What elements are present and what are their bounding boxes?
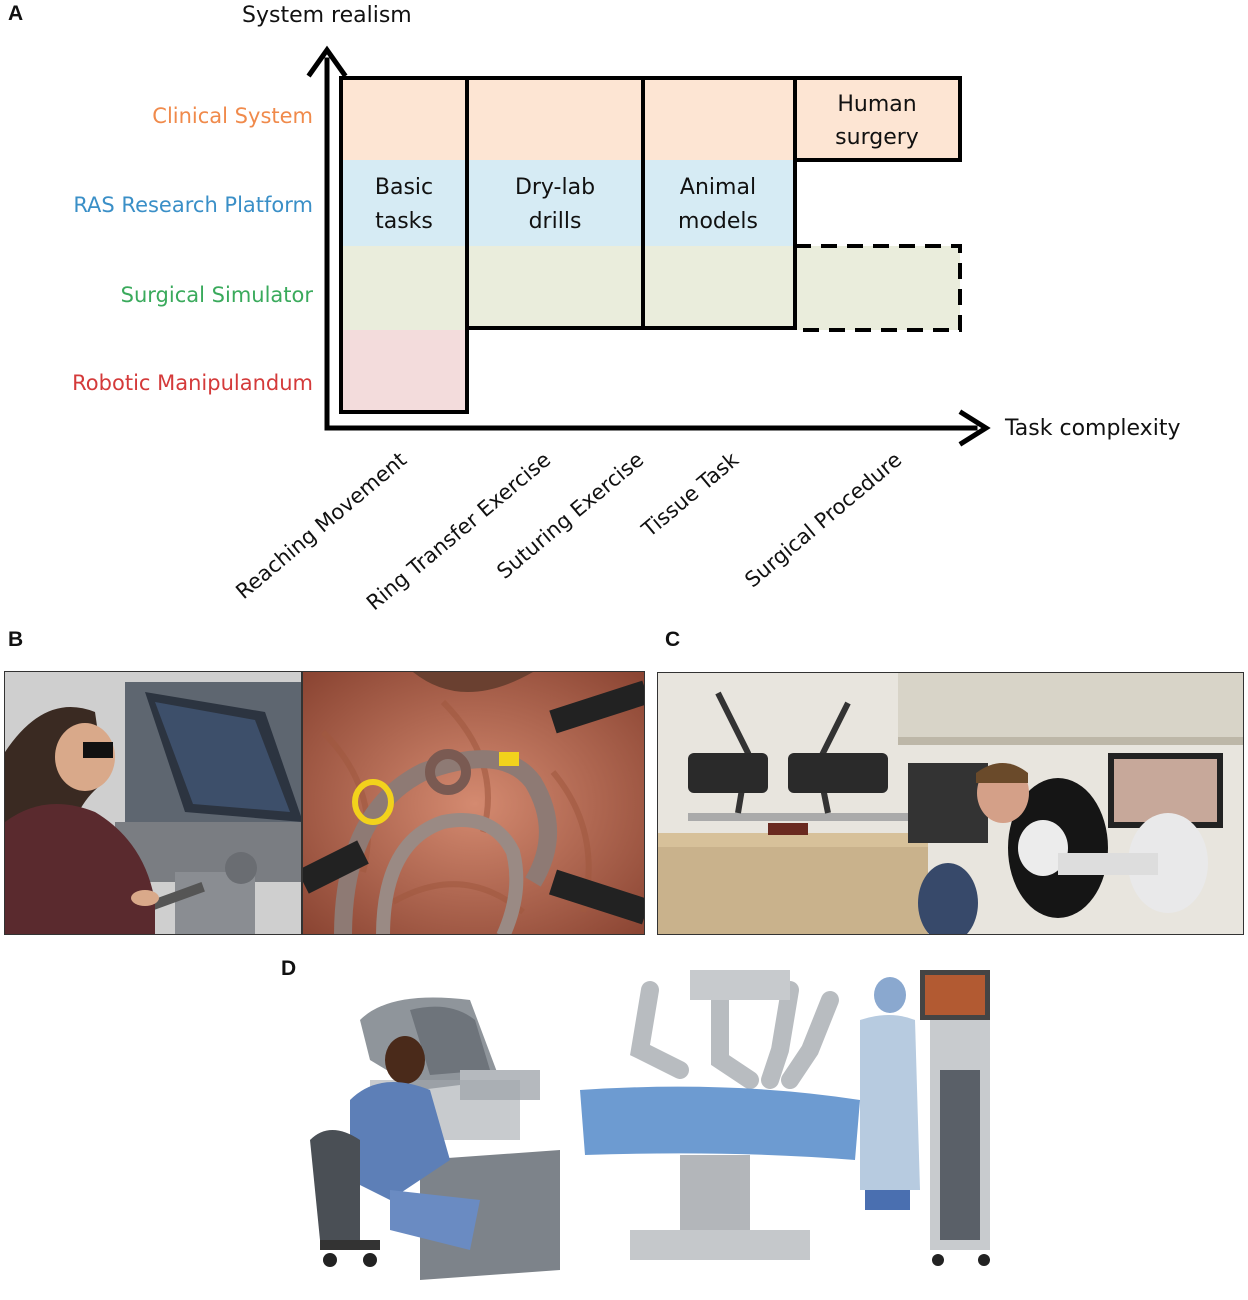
cell-basic-line1: Basic bbox=[375, 175, 433, 200]
photo-research-platform-lab bbox=[657, 672, 1244, 935]
level-label-ras-research-platform: RAS Research Platform bbox=[73, 193, 313, 217]
cell-outline-animal bbox=[641, 76, 797, 330]
band-basic-ras bbox=[341, 160, 467, 246]
cell-animal-line2: models bbox=[678, 209, 758, 234]
band-basic-simulator bbox=[341, 246, 467, 330]
cell-human-line1: Human bbox=[837, 92, 916, 117]
level-label-robotic-manipulandum: Robotic Manipulandum bbox=[72, 371, 313, 395]
cell-basic-line2: tasks bbox=[375, 209, 433, 234]
band-drylab-simulator bbox=[467, 246, 643, 328]
cell-drylab-line2: drills bbox=[529, 209, 582, 234]
realism-complexity-diagram: A System realism Ta bbox=[0, 0, 1248, 625]
cell-animal-line1: Animal bbox=[680, 175, 756, 200]
band-animal-ras bbox=[643, 160, 795, 246]
panel-label-b: B bbox=[8, 628, 24, 651]
y-axis-arrow bbox=[306, 45, 348, 78]
band-animal-clinical bbox=[643, 78, 795, 160]
x-axis-title: Task complexity bbox=[1004, 416, 1180, 441]
x-axis-arrow bbox=[958, 409, 991, 447]
panel-label-d: D bbox=[281, 957, 297, 980]
band-drylab-ras bbox=[467, 160, 643, 246]
band-drylab-clinical bbox=[467, 78, 643, 160]
band-human-clinical bbox=[795, 78, 960, 160]
cell-outline-human-simulator-dashed bbox=[795, 244, 962, 332]
task-label-tissue-task: Tissue Task bbox=[637, 447, 744, 542]
photo-clinical-surgical-system bbox=[300, 960, 1020, 1295]
band-animal-simulator bbox=[643, 246, 795, 328]
cell-drylab-line1: Dry-lab bbox=[515, 175, 595, 200]
level-label-clinical-system: Clinical System bbox=[152, 104, 313, 128]
y-axis-title: System realism bbox=[242, 3, 412, 28]
level-label-surgical-simulator: Surgical Simulator bbox=[121, 283, 314, 307]
cell-human-line2: surgery bbox=[835, 125, 919, 150]
cell-outline-human bbox=[793, 76, 962, 162]
photo-user-at-simulator bbox=[4, 671, 302, 935]
band-basic-manipulandum bbox=[341, 330, 467, 412]
band-basic-clinical bbox=[341, 78, 467, 160]
photo-virtual-ring-transfer bbox=[302, 671, 645, 935]
diagram-canvas: System realism Task complexity Clinical … bbox=[72, 3, 1180, 615]
panel-label-a: A bbox=[8, 2, 24, 25]
task-label-surgical-procedure: Surgical Procedure bbox=[740, 447, 906, 592]
panel-label-c: C bbox=[665, 628, 681, 651]
band-human-simulator bbox=[795, 246, 960, 330]
